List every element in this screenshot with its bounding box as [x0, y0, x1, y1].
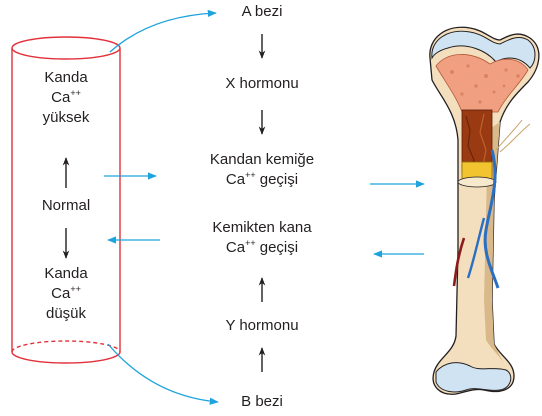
high-calcium-label: Kanda Ca++ yüksek — [30, 68, 102, 128]
high-calcium-line1: Kanda — [30, 68, 102, 88]
gland-b-label: B bezi — [212, 392, 312, 412]
blood-to-bone-line1: Kandan kemiğe — [182, 150, 342, 170]
arrow-high-to-gland-a — [110, 13, 216, 52]
hormone-x-label: X hormonu — [202, 74, 322, 94]
arrow-low-to-gland-b — [108, 344, 218, 402]
blood-to-bone-label: Kandan kemiğe Ca++ geçişi — [182, 150, 342, 190]
normal-label: Normal — [26, 196, 106, 216]
high-calcium-line3: yüksek — [30, 108, 102, 128]
bone-to-blood-label: Kemikten kana Ca++ geçişi — [182, 218, 342, 258]
blood-to-bone-line2: Ca++ geçişi — [182, 170, 342, 190]
low-calcium-label: Kanda Ca++ düşük — [30, 264, 102, 324]
bone-illustration — [430, 27, 539, 394]
high-calcium-line2: Ca++ — [30, 88, 102, 108]
bone-to-blood-line1: Kemikten kana — [182, 218, 342, 238]
bone-to-blood-line2: Ca++ geçişi — [182, 238, 342, 258]
low-calcium-line1: Kanda — [30, 264, 102, 284]
low-calcium-line2: Ca++ — [30, 284, 102, 304]
low-calcium-line3: düşük — [30, 304, 102, 324]
gland-a-label: A bezi — [212, 2, 312, 22]
hormone-y-label: Y hormonu — [202, 316, 322, 336]
